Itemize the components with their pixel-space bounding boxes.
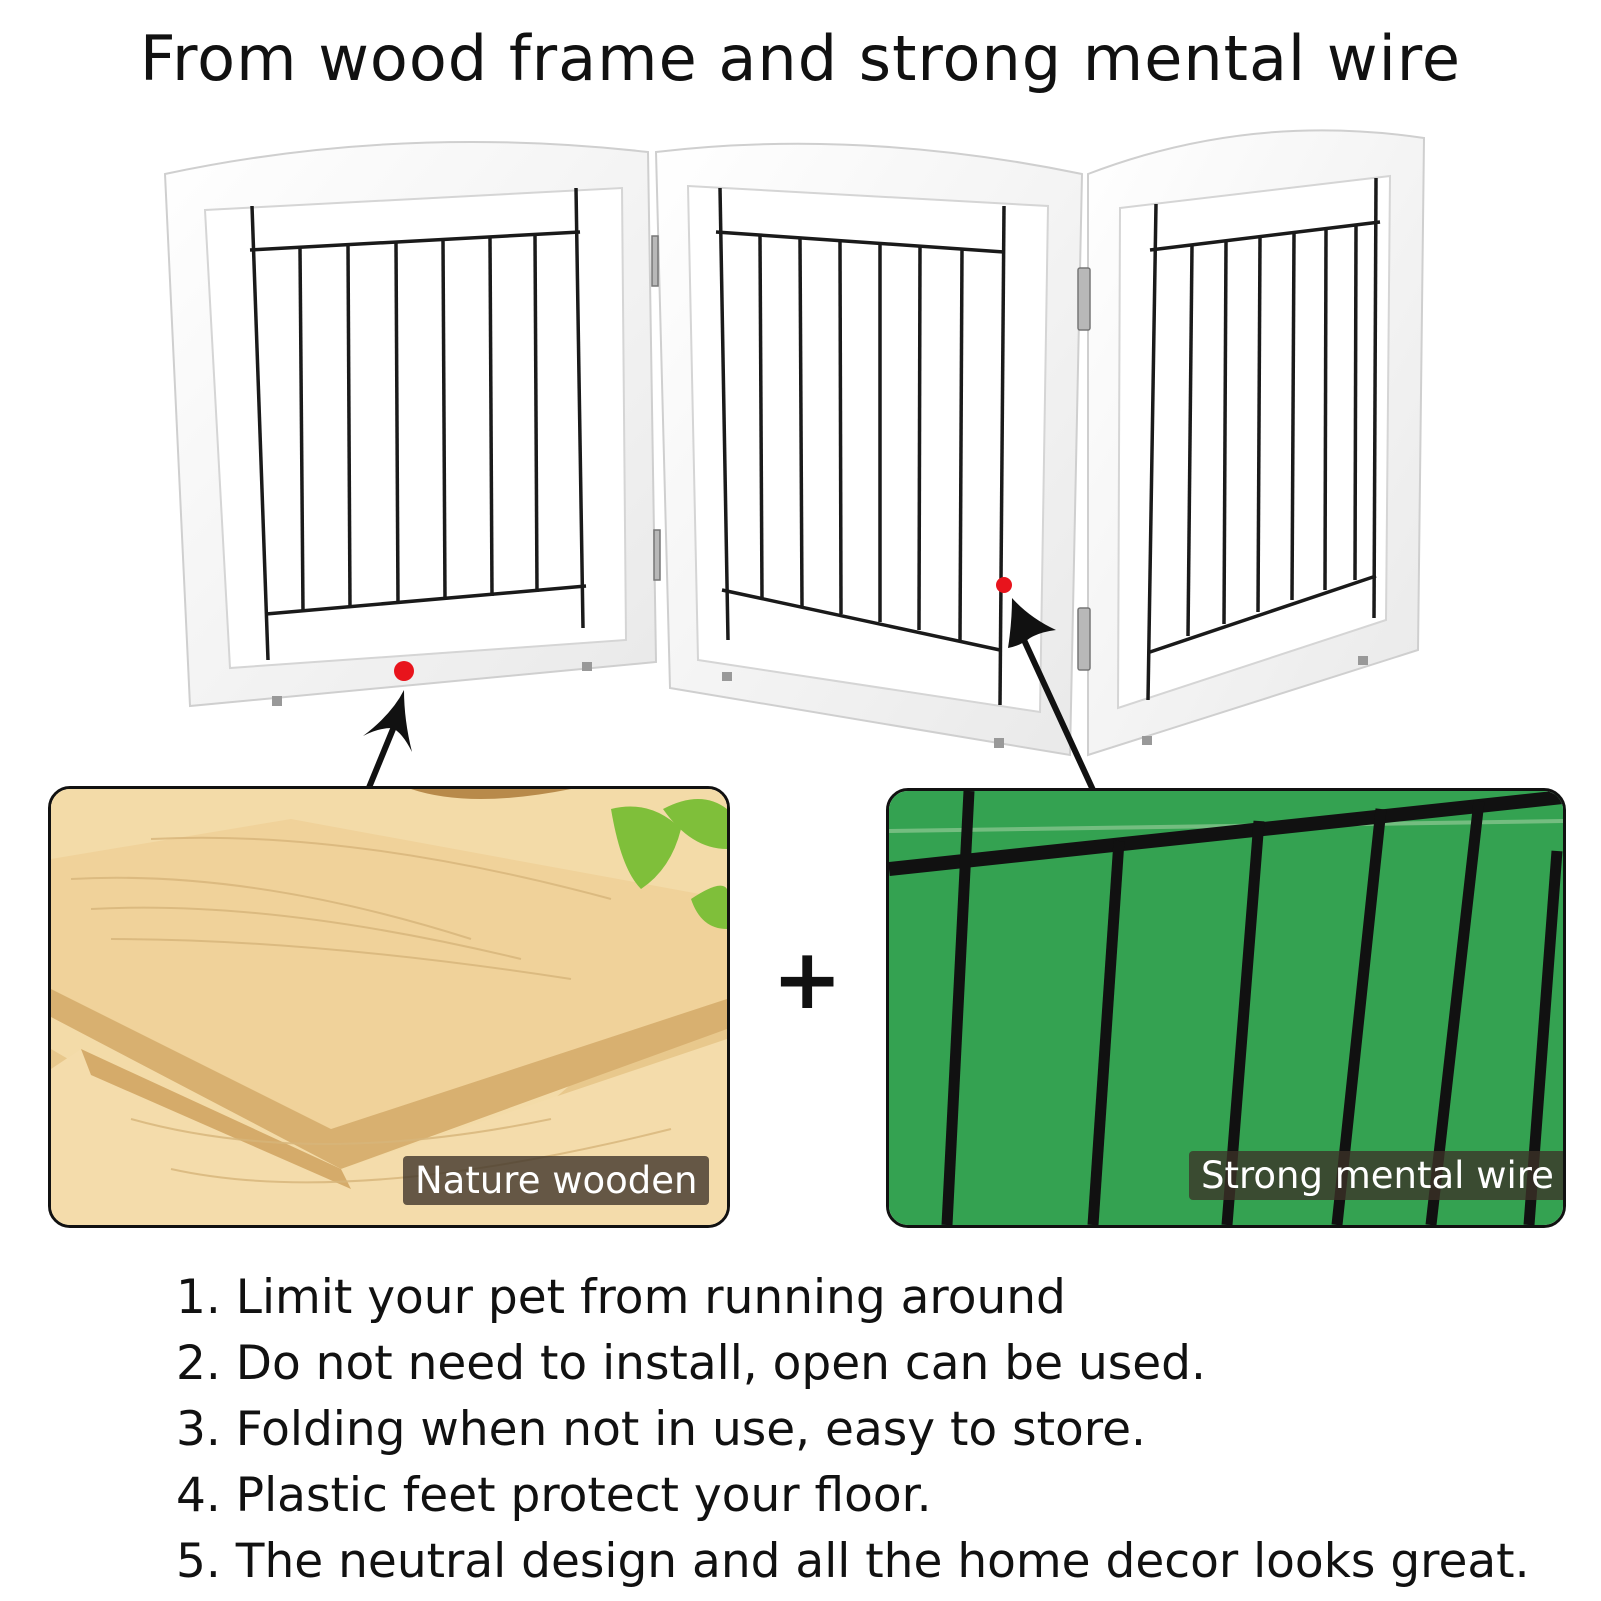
list-item: 5. The neutral design and all the home d…: [176, 1534, 1530, 1589]
arrow-icon: [1008, 598, 1096, 792]
marker-dot-icon: [394, 661, 414, 681]
arrow-icon: [363, 690, 412, 792]
marker-dot-icon: [996, 577, 1012, 593]
list-item: 1. Limit your pet from running around: [176, 1270, 1066, 1325]
list-item: 3. Folding when not in use, easy to stor…: [176, 1402, 1146, 1457]
list-item: 4. Plastic feet protect your floor.: [176, 1468, 932, 1523]
folding-gate-illustration: [163, 129, 1426, 792]
gate-panel-middle: [654, 142, 1084, 757]
wire-material-photo: Strong mental wire: [886, 788, 1566, 1228]
gate-panel-left: [163, 140, 658, 708]
feature-list: 1. Limit your pet from running around 2.…: [176, 1265, 1530, 1595]
plus-sign: +: [772, 930, 843, 1028]
hinge-icon: [651, 235, 1091, 671]
wire-caption: Strong mental wire: [1189, 1151, 1563, 1200]
gate-panel-right: [1087, 129, 1426, 757]
list-item: 2. Do not need to install, open can be u…: [176, 1336, 1206, 1391]
wood-caption: Nature wooden: [403, 1156, 710, 1205]
page-title: From wood frame and strong mental wire: [139, 22, 1462, 95]
wood-material-photo: Nature wooden: [48, 786, 730, 1228]
